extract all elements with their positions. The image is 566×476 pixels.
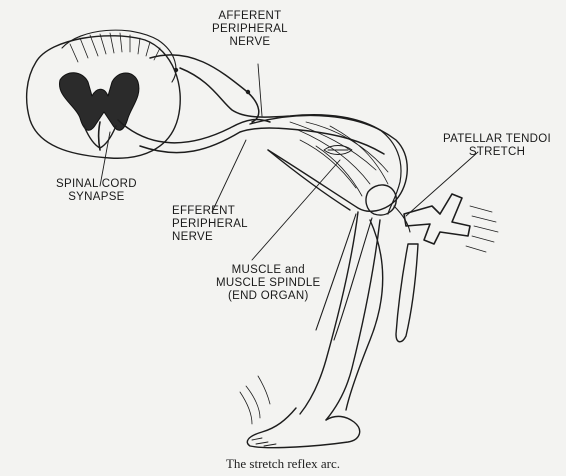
label-line: MUSCLE and xyxy=(216,264,321,277)
label-efferent-nerve: EFFERENT PERIPHERAL NERVE xyxy=(172,205,248,244)
tibia-shaft xyxy=(300,212,380,420)
hammer-motion-lines xyxy=(466,206,498,252)
label-line: PERIPHERAL xyxy=(172,218,248,231)
motion-lines-foot xyxy=(240,376,270,424)
hammer-handle xyxy=(396,244,418,342)
nerve-dot xyxy=(175,69,178,72)
label-patellar-tendon: PATELLAR TENDOI STRETCH xyxy=(443,133,551,159)
hammer-head xyxy=(404,194,470,244)
label-line: NERVE xyxy=(172,231,248,244)
label-line: EFFERENT xyxy=(172,205,248,218)
foot xyxy=(247,408,359,448)
efferent-nerve-fiber xyxy=(118,120,270,143)
leader-efferent xyxy=(212,140,246,212)
label-muscle-spindle: MUSCLE and MUSCLE SPINDLE (END ORGAN) xyxy=(216,264,321,303)
label-line: SPINAL CORD xyxy=(56,178,137,191)
label-afferent-nerve: AFFERENT PERIPHERAL NERVE xyxy=(212,10,288,49)
dorsal-striations xyxy=(70,33,160,62)
muscle-spindle xyxy=(324,146,352,155)
leader-patellar xyxy=(406,152,478,216)
label-line: NERVE xyxy=(212,36,288,49)
grey-matter xyxy=(59,73,138,131)
label-line: STRETCH xyxy=(443,146,551,159)
central-fissure xyxy=(99,122,101,150)
leader-muscle xyxy=(252,160,340,260)
patellar-tendon xyxy=(394,206,410,232)
label-line: MUSCLE SPINDLE xyxy=(216,277,321,290)
afferent-nerve-fiber xyxy=(150,55,259,122)
quadriceps-muscle-fibers xyxy=(290,122,388,196)
nerve-trunk-upper xyxy=(180,68,380,130)
label-line: PERIPHERAL xyxy=(212,23,288,36)
label-spinal-cord: SPINAL CORD SYNAPSE xyxy=(56,178,137,204)
label-line: SYNAPSE xyxy=(56,191,137,204)
reflex-hammer xyxy=(396,194,498,342)
toes xyxy=(252,438,276,446)
figure-caption: The stretch reflex arc. xyxy=(0,456,566,472)
leader-lines xyxy=(100,64,478,260)
label-line: (END ORGAN) xyxy=(216,290,321,303)
label-line: AFFERENT xyxy=(212,10,288,23)
label-line: PATELLAR TENDOI xyxy=(443,133,551,146)
thigh-outline xyxy=(250,116,407,212)
spinal-cord-cross-section xyxy=(27,30,181,158)
nerve-dot xyxy=(247,91,250,94)
thigh-lower-outline xyxy=(268,150,350,210)
knee-cap xyxy=(366,185,396,215)
